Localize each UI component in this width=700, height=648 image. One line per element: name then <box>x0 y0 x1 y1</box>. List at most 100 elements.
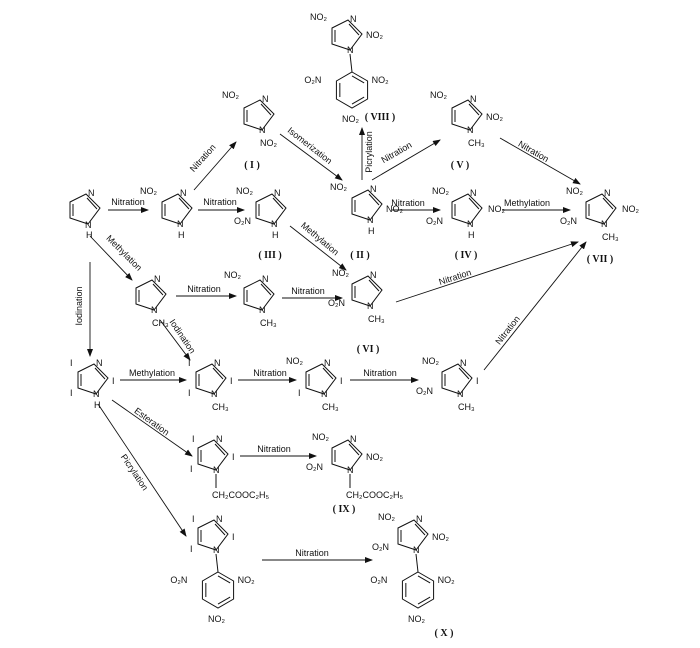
methylnitrodiiodo-ch3: CH₃ <box>322 402 339 412</box>
label-methylation-3: Methylation <box>104 233 144 273</box>
imidazole-n3: N <box>88 188 95 198</box>
compound-iv-no2-top: NO₂ <box>432 186 450 196</box>
arrow-dinitroiodo-to-vii <box>483 241 587 371</box>
label-nitration-6: Nitration <box>516 139 550 164</box>
arrow-nitro-to-i <box>193 141 237 191</box>
methyldinitroiodo-ring <box>441 363 473 395</box>
estertriiodo-ring <box>197 439 229 471</box>
methylnitroimidazole-ch3: CH₃ <box>260 318 277 328</box>
methyltriiodo-i-top: I <box>188 358 191 368</box>
picryltriiodo-i-left: I <box>190 544 193 554</box>
label-isomerization: Isomerization <box>286 125 334 166</box>
compound-v-n1: N <box>467 125 474 135</box>
compound-iii-no2-left: O₂N <box>234 216 251 226</box>
compound-ix-n1: N <box>347 465 354 475</box>
compound-viii-no2-bz-left: O₂N <box>304 75 321 85</box>
compound-ii-label: ( II ) <box>350 250 369 261</box>
compound-vi-ch3: CH₃ <box>368 314 385 324</box>
nitroimidazole-ring-double-bond <box>178 197 190 210</box>
compound-iv-ring <box>451 193 483 225</box>
compound-ix-ester: CH₂COOC₂H₅ <box>346 490 403 500</box>
compound-iv-ring-double-bond <box>468 197 480 210</box>
picryltriiodo-n3: N <box>216 514 223 524</box>
label-methylation-4: Methylation <box>129 368 175 378</box>
compound-iv-no2-right: NO₂ <box>488 204 506 214</box>
compound-iv-label: ( IV ) <box>455 250 478 261</box>
methylnitroimidazole-ring <box>243 279 275 311</box>
compound-viii-benzene <box>335 71 369 109</box>
nitroimidazole-ring <box>161 193 193 225</box>
label-nitration-13: Nitration <box>257 444 291 454</box>
methylimidazole-ring-double-bond <box>152 283 164 296</box>
label-nitration-7: Nitration <box>187 284 221 294</box>
compound-viii-ring-double-bond <box>348 23 360 36</box>
compound-x-no2-bz-right: NO₂ <box>438 575 456 585</box>
compound-vii-no2-left: O₂N <box>560 216 577 226</box>
compound-viii-no2-bz-bottom: NO₂ <box>342 114 360 124</box>
compound-iii-ring-double-bond <box>272 197 284 210</box>
picryltriiodo-n1: N <box>213 545 220 555</box>
methylnitrodiiodo-i-left: I <box>298 388 301 398</box>
compound-vii-ring-double-bond <box>602 197 614 210</box>
compound-viii-benzene-double-bond <box>351 96 365 105</box>
compound-viii-label: ( VIII ) <box>365 112 395 123</box>
arrow-ii-to-v <box>371 139 441 181</box>
methyldinitroiodo-no2-top: NO₂ <box>422 356 440 366</box>
compound-iii-ring <box>255 193 287 225</box>
compound-vi-n1: N <box>367 301 374 311</box>
nitroimidazole-n3: N <box>180 188 187 198</box>
compound-viii-no2-top: NO₂ <box>310 12 328 22</box>
compound-iv-n3: N <box>470 188 477 198</box>
compound-ix-n3: N <box>350 434 357 444</box>
compound-i-ring <box>243 99 275 131</box>
compound-v-no2-right: NO₂ <box>486 112 504 122</box>
compound-vi-no2-top: NO₂ <box>332 268 350 278</box>
estertriiodo-ester: CH₂COOC₂H₅ <box>212 490 269 500</box>
estertriiodo-ring-double-bond <box>214 443 226 456</box>
compound-viii-benzene-double-bond <box>351 75 365 84</box>
compound-vii-ch3: CH₃ <box>602 232 619 242</box>
label-methylation-1: Methylation <box>504 198 550 208</box>
methylimidazole-ch3: CH₃ <box>152 318 169 328</box>
methyltriiodo-ring <box>195 363 227 395</box>
compound-x-no2-right: NO₂ <box>432 532 450 542</box>
picryltriiodo-i-right: I <box>232 532 235 542</box>
methyltriiodo-ch3: CH₃ <box>212 402 229 412</box>
methylnitrodiiodo-ring-double-bond <box>322 367 334 380</box>
compound-vi-no2-left: O₂N <box>328 298 345 308</box>
picryltriiodo-link <box>215 553 219 573</box>
arrow-vi-to-vii <box>395 241 579 303</box>
compound-ix-ring-double-bond <box>348 443 360 456</box>
compound-viii-n3: N <box>350 14 357 24</box>
estertriiodo-n1: N <box>213 465 220 475</box>
methyltriiodo-n1: N <box>211 389 218 399</box>
picryltriiodo-benzene-double-bond <box>217 575 231 584</box>
compound-i-n3: N <box>262 94 269 104</box>
label-esteration: Esteration <box>132 406 171 438</box>
compound-vii-no2-right: NO₂ <box>622 204 640 214</box>
compound-vi-ring <box>351 275 383 307</box>
label-nitration-12: Nitration <box>493 314 522 347</box>
picryltriiodo-no2-bottom: NO₂ <box>208 614 226 624</box>
imidazole-h: H <box>86 230 93 240</box>
compound-v-n3: N <box>470 94 477 104</box>
compound-viii-no2-right: NO₂ <box>366 30 384 40</box>
compound-ii-n3: N <box>370 184 377 194</box>
triiodoimidazole-ring-double-bond <box>94 367 106 380</box>
compound-i-n1: N <box>259 125 266 135</box>
compound-v-ring-double-bond <box>468 103 480 116</box>
triiodoimidazole-n3: N <box>96 358 103 368</box>
compound-x-no2-bz-left: O₂N <box>370 575 387 585</box>
compound-iii-n3: N <box>274 188 281 198</box>
picryltriiodo-benzene-double-bond <box>217 596 231 605</box>
triiodoimidazole-i-top: I <box>70 358 73 368</box>
compound-vi-n3: N <box>370 270 377 280</box>
label-nitration-5: Nitration <box>391 198 425 208</box>
imidazole-ring-double-bond <box>86 197 98 210</box>
estertriiodo-i-left: I <box>190 464 193 474</box>
arrow-v-to-vii <box>499 137 581 185</box>
compound-ii-h: H <box>368 226 375 236</box>
methylnitrodiiodo-n1: N <box>321 389 328 399</box>
compound-i-no2-n: NO₂ <box>260 138 278 148</box>
